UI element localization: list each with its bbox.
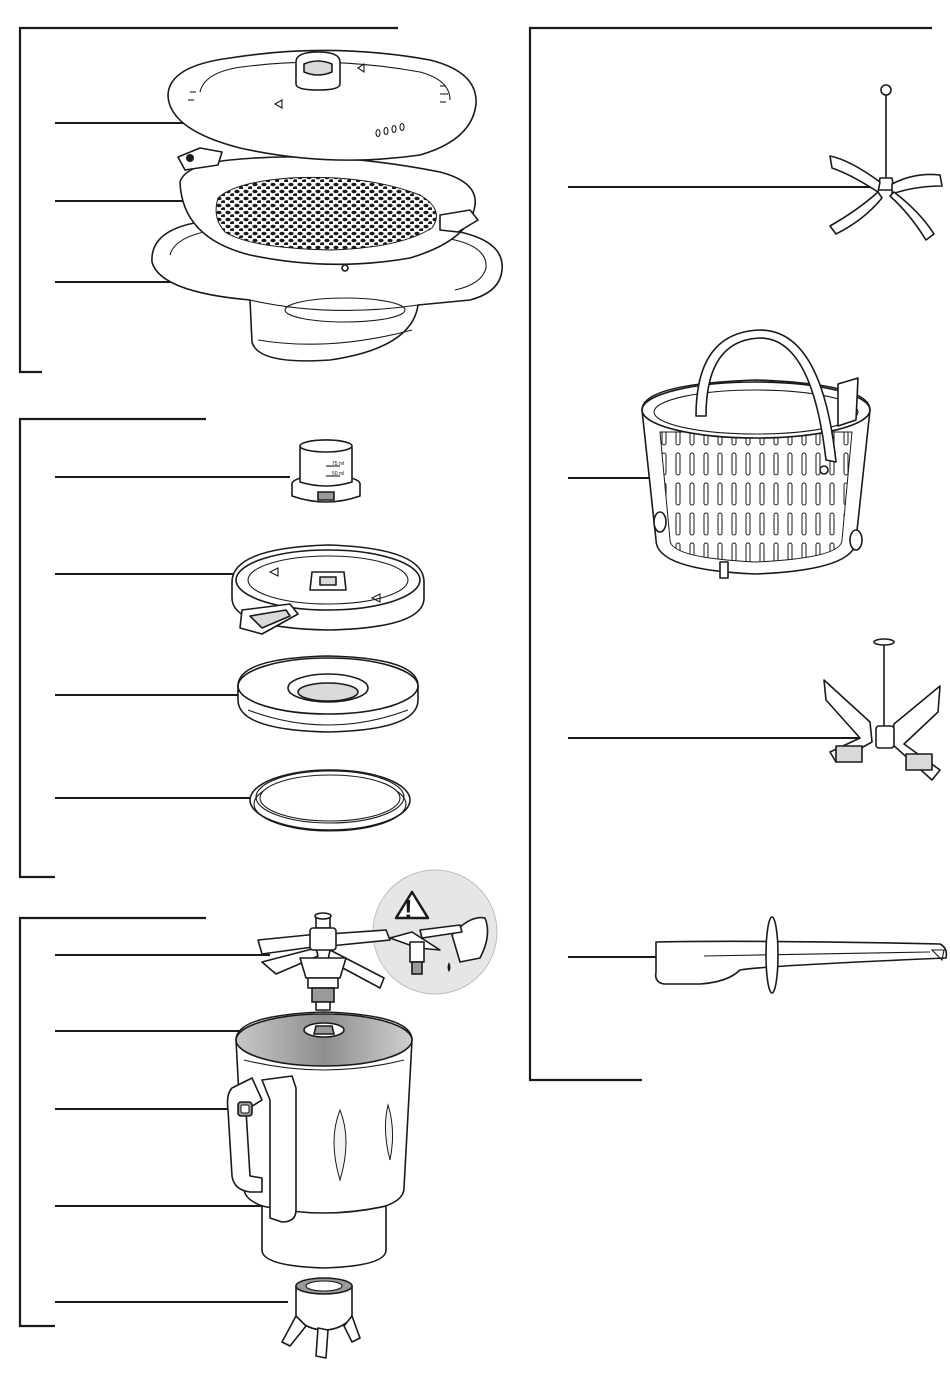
measuring-mark-50: 50 ml [332, 471, 344, 477]
warning-symbol: ! [404, 894, 413, 924]
whisk [830, 85, 942, 240]
lid-insert [238, 656, 418, 732]
blade-lock-base [282, 1278, 360, 1358]
kneading-blade [824, 639, 940, 780]
spatula [656, 917, 947, 993]
bowl-lid [232, 545, 424, 634]
warning-badge: ! [373, 870, 497, 994]
blade-assembly [258, 913, 390, 1010]
measuring-cap: 75 ml 50 ml [292, 440, 360, 502]
stainless-bowl [228, 1012, 413, 1268]
steam-basket [642, 330, 870, 578]
steamer-lid [168, 50, 476, 160]
measuring-mark-75: 75 ml [332, 461, 344, 467]
bracket-bowl-group [20, 918, 206, 1326]
bracket-lid-group [20, 419, 206, 877]
lid-seal [250, 770, 410, 831]
